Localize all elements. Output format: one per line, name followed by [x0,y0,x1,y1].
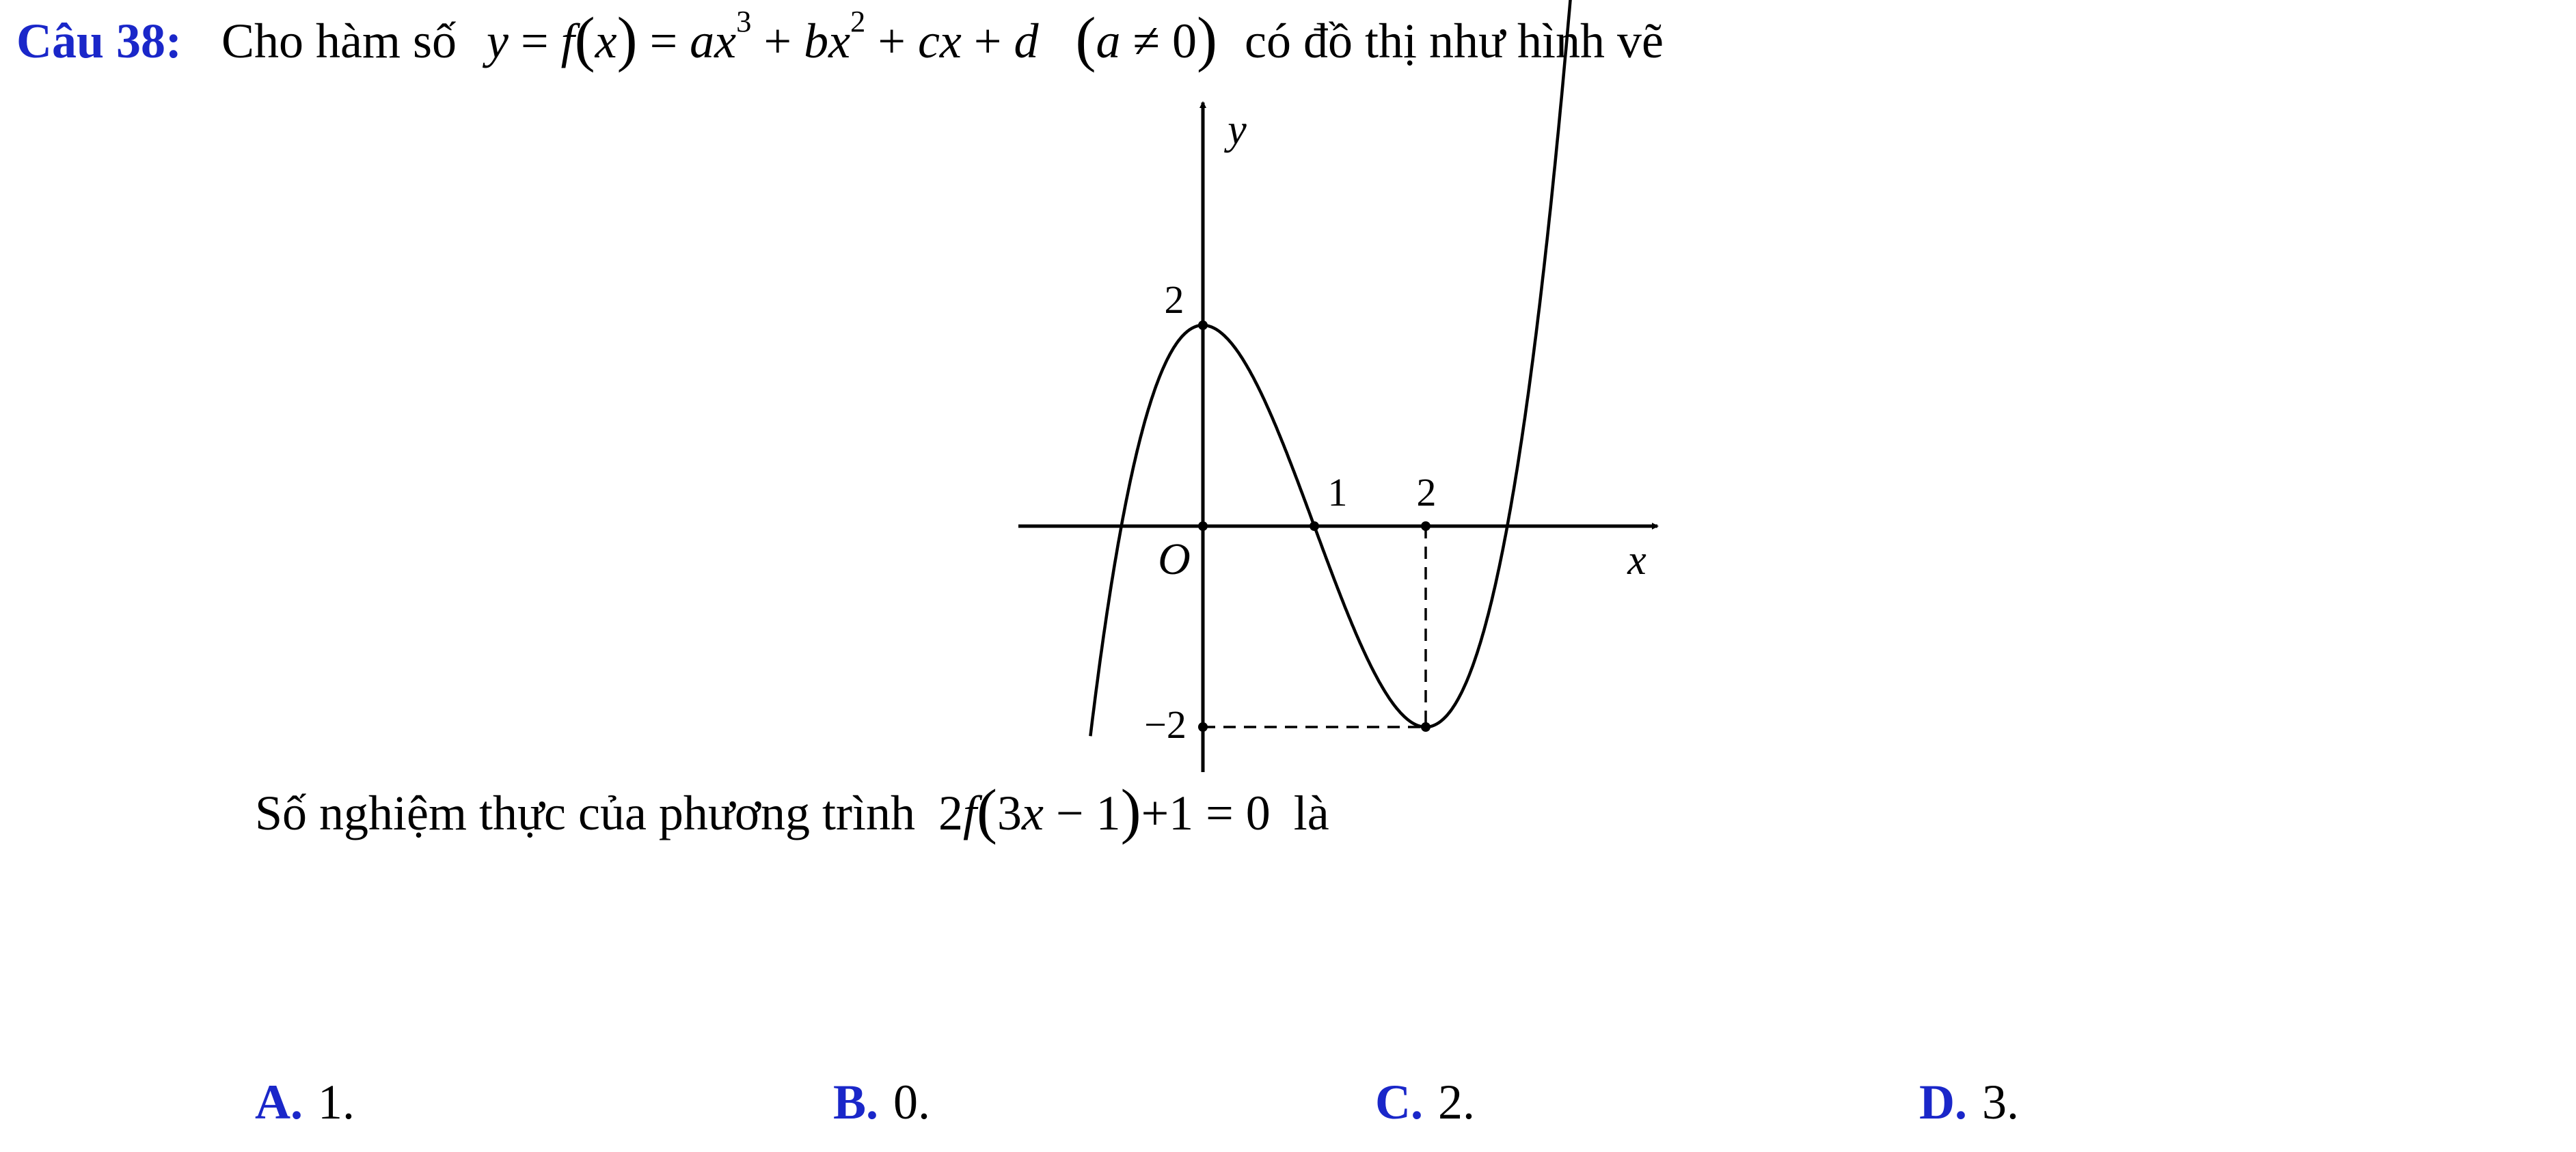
tick-label-x-two: 2 [1417,470,1437,515]
origin-label: O [1158,534,1191,584]
option-b-key: B. [833,1074,879,1129]
max-point [1198,320,1208,330]
option-a-key: A. [255,1074,303,1129]
option-a[interactable]: A. 1. [255,1071,355,1133]
option-d-key: D. [1919,1074,1967,1129]
y-axis-label: y [1223,107,1247,153]
x-axis-label: x [1627,537,1646,584]
sub-question: Số nghiệm thực của phương trình 2f(3x − … [255,779,1329,847]
option-c-key: C. [1375,1074,1423,1129]
equation: 2f(3x − 1)+1 = 0 [938,778,1271,846]
root-point [1310,521,1319,531]
tick-label-y-min: −2 [1144,702,1187,747]
tick-label-y-max: 2 [1165,277,1184,322]
option-b[interactable]: B. 0. [833,1071,930,1133]
question-intro: Cho hàm số [221,13,457,68]
option-d[interactable]: D. 3. [1919,1071,2019,1133]
sub-suffix: là [1293,785,1329,840]
question-statement: Câu 38: Cho hàm số y = f(x) = ax3 + bx2 … [16,3,1664,75]
option-a-value: 1. [318,1074,355,1129]
option-c[interactable]: C. 2. [1375,1071,1475,1133]
cubic-curve [1089,0,1572,737]
function-formula: y = f(x) = ax3 + bx2 + cx + d (a ≠ 0) [487,3,1217,74]
y-min-point [1198,722,1208,732]
min-point [1421,722,1431,732]
sub-prompt: Số nghiệm thực của phương trình [255,785,915,840]
tick-label-x-one: 1 [1328,470,1348,515]
option-d-value: 3. [1982,1074,2019,1129]
option-b-value: 0. [893,1074,931,1129]
x-two-point [1421,521,1431,531]
question-number: Câu 38: [16,13,182,68]
option-c-value: 2. [1438,1074,1475,1129]
question-suffix: có đồ thị như hình vẽ [1244,13,1664,68]
origin-point [1198,521,1208,531]
